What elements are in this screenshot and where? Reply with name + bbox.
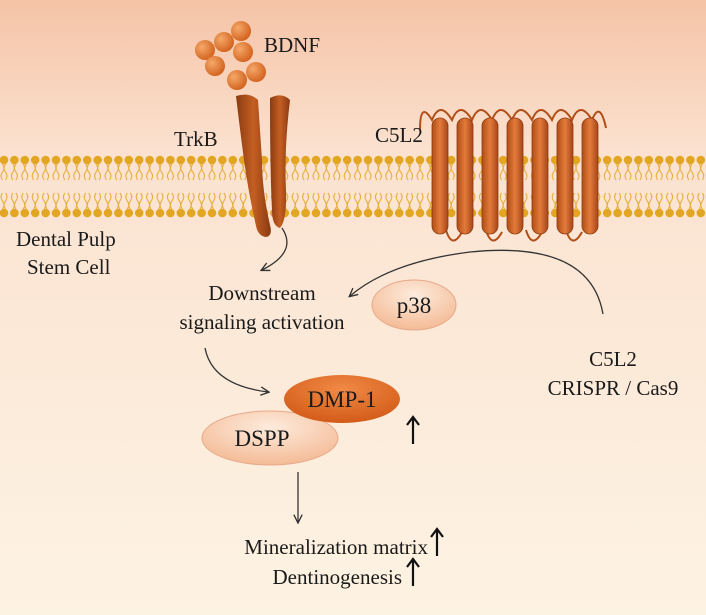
c5l2-helix bbox=[531, 117, 549, 235]
downstream-label-line2: signaling activation bbox=[179, 310, 345, 334]
c5l2-receptor bbox=[419, 109, 607, 242]
trkb-receptor bbox=[236, 94, 290, 238]
c5l2-helix bbox=[506, 117, 524, 235]
c5l2-helix bbox=[481, 117, 499, 235]
c5l2-helix bbox=[556, 117, 574, 235]
dmp1-node: DMP-1 bbox=[284, 375, 400, 423]
c5l2-label: C5L2 bbox=[375, 123, 423, 147]
dentinogenesis-up-arrow-icon bbox=[406, 557, 420, 586]
mineralization-up-arrow-icon bbox=[430, 527, 444, 556]
dentinogenesis-label: Dentinogenesis bbox=[273, 565, 402, 589]
p38-label: p38 bbox=[397, 293, 432, 318]
trkb-label: TrkB bbox=[174, 127, 218, 151]
c5l2-helix bbox=[581, 117, 599, 235]
crispr-label-line1: C5L2 bbox=[589, 347, 637, 371]
dspp-node: DSPP bbox=[201, 410, 339, 466]
p38-node: p38 bbox=[371, 279, 457, 331]
arrows bbox=[204, 227, 604, 522]
dspp-label: DSPP bbox=[235, 426, 290, 451]
dmp1-up-arrow-icon bbox=[406, 415, 420, 444]
downstream-to-markers-arrow bbox=[204, 347, 268, 392]
mineralization-label: Mineralization matrix bbox=[244, 535, 428, 559]
bdnf-ligand bbox=[195, 21, 266, 90]
crispr-label-line2: CRISPR / Cas9 bbox=[548, 376, 679, 400]
c5l2-to-downstream-arrow bbox=[350, 249, 604, 315]
trkb-to-downstream-arrow bbox=[262, 227, 288, 270]
c5l2-helix bbox=[456, 117, 474, 235]
up-arrows bbox=[406, 415, 444, 586]
cell-type-label-line1: Dental Pulp bbox=[16, 227, 116, 251]
c5l2-helix bbox=[431, 117, 449, 235]
bdnf-label: BDNF bbox=[264, 33, 320, 57]
dmp1-label: DMP-1 bbox=[307, 387, 376, 412]
downstream-label-line1: Downstream bbox=[208, 281, 315, 305]
cell-type-label-line2: Stem Cell bbox=[27, 255, 111, 279]
